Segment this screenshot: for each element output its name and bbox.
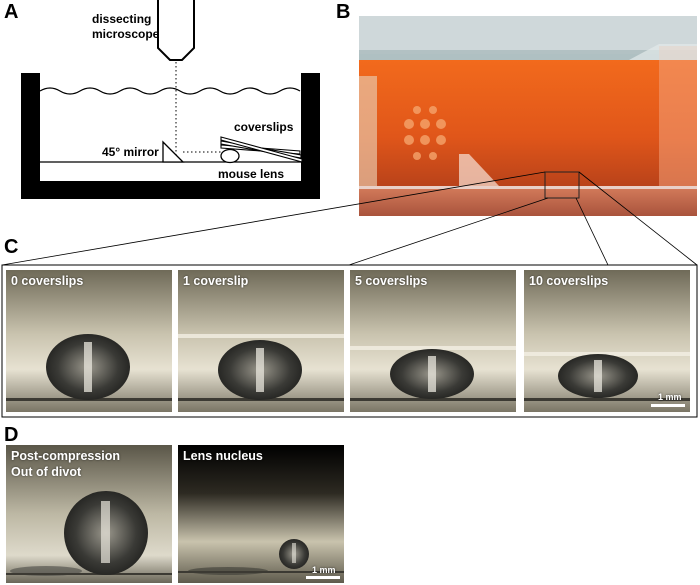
container-wall	[21, 73, 320, 199]
water-surface	[39, 87, 301, 95]
photo-0-coverslips: 0 coverslips	[6, 270, 172, 412]
photo-label: 0 coverslips	[11, 274, 84, 288]
photo-1-coverslip: 1 coverslip	[178, 270, 344, 412]
apparatus-diagram	[21, 0, 320, 199]
photo-10-coverslips: 10 coverslips 1 mm	[524, 270, 690, 412]
photo-label: Post-compression Out of divot	[11, 449, 121, 479]
label-coverslips: coverslips	[234, 120, 294, 134]
panel-letter-a: A	[4, 1, 19, 23]
scale-bar-label: 1 mm	[312, 565, 336, 575]
coverslip-stack	[220, 136, 303, 163]
label-mouse-lens: mouse lens	[218, 167, 285, 181]
mouse-lens-shape	[220, 148, 240, 164]
photo-post-compression: Post-compression Out of divot	[6, 445, 172, 583]
photo-label: 10 coverslips	[529, 274, 609, 288]
scale-bar-label: 1 mm	[658, 392, 682, 402]
label-mirror: 45° mirror	[102, 145, 159, 159]
photo-label: Lens nucleus	[183, 449, 263, 463]
label-microscope: dissecting microscope	[92, 12, 160, 41]
photo-5-coverslips: 5 coverslips	[350, 270, 516, 412]
photo-label: 5 coverslips	[355, 274, 428, 288]
scale-bar	[651, 404, 685, 407]
panel-letter-c: C	[4, 236, 19, 258]
panel-letter-d: D	[4, 424, 19, 446]
chamber-photo	[359, 16, 697, 216]
mirror-shape	[162, 140, 185, 163]
panel-letter-b: B	[336, 1, 351, 23]
photo-lens-nucleus: Lens nucleus 1 mm	[178, 445, 344, 583]
scale-bar	[306, 576, 340, 579]
photo-label: 1 coverslip	[183, 274, 249, 288]
microscope-objective	[157, 0, 195, 61]
